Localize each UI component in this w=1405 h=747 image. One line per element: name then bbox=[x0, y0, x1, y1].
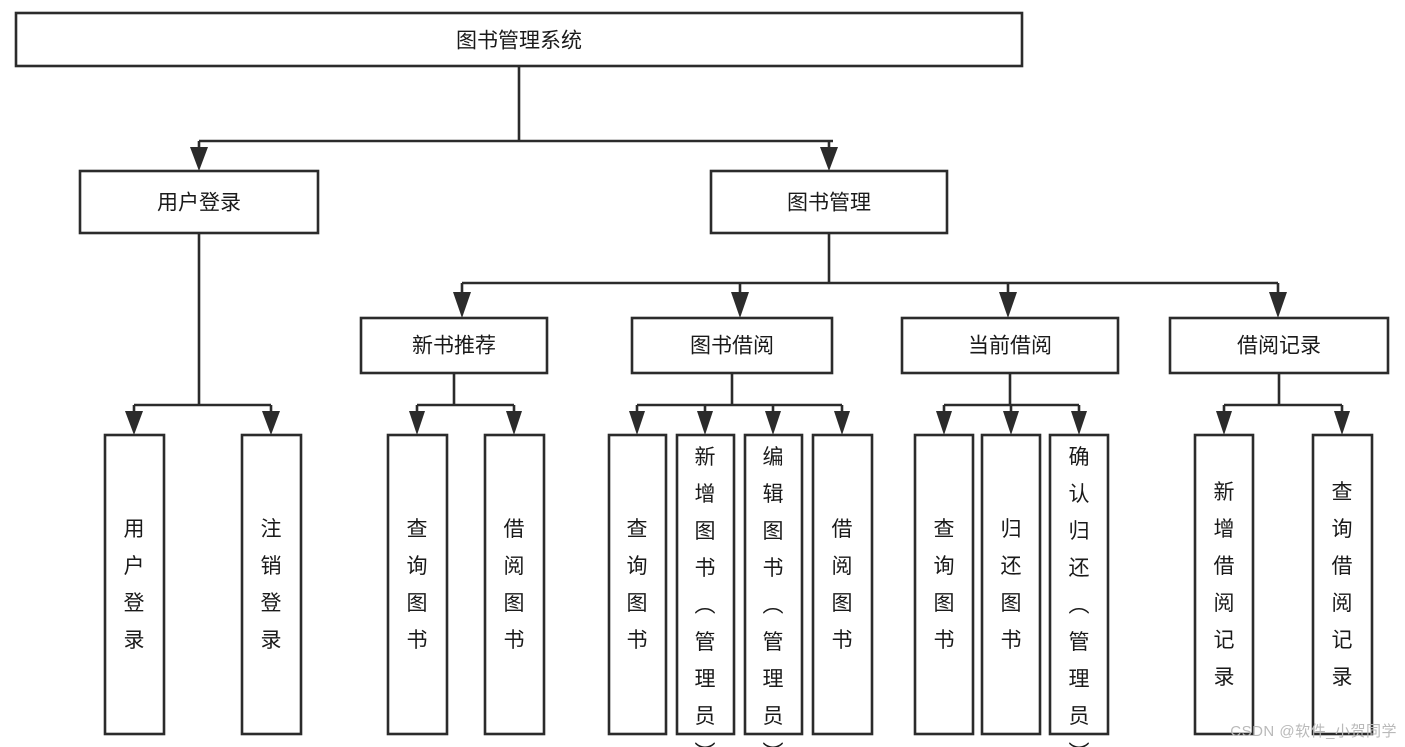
node-leaf-query-borrow-record-box[interactable] bbox=[1311, 433, 1374, 736]
node-leaf-user-login-label: 用户登录 bbox=[124, 518, 145, 652]
node-user-login-box[interactable] bbox=[78, 169, 320, 235]
node-leaf-borrow-book-bb-label: 借阅图书 bbox=[832, 518, 853, 652]
node-leaf-query-borrow-record[interactable]: 查询借阅记录 bbox=[1311, 433, 1374, 736]
node-borrow-record-box[interactable] bbox=[1168, 316, 1390, 375]
node-leaf-logout[interactable]: 注销登录 bbox=[240, 433, 303, 736]
arrow-head-icon bbox=[1269, 292, 1287, 318]
node-leaf-confirm-return-admin-label: 确认归还︵管理员︶ bbox=[1069, 446, 1090, 747]
arrow-head-icon bbox=[765, 411, 781, 435]
node-book-management-box[interactable] bbox=[709, 169, 949, 235]
node-book-management[interactable]: 图书管理 bbox=[709, 169, 949, 235]
connector-layer bbox=[125, 66, 1350, 435]
node-leaf-add-book-admin[interactable]: 新增图书︵管理员︶ bbox=[675, 433, 736, 747]
node-borrow-record-label: 借阅记录 bbox=[1237, 335, 1321, 358]
node-book-borrow-box[interactable] bbox=[630, 316, 834, 375]
node-new-book-recommend[interactable]: 新书推荐 bbox=[359, 316, 549, 375]
node-leaf-edit-book-admin[interactable]: 编辑图书︵管理员︶ bbox=[743, 433, 804, 747]
node-leaf-query-book-cb-box[interactable] bbox=[913, 433, 975, 736]
node-leaf-logout-box[interactable] bbox=[240, 433, 303, 736]
arrow-head-icon bbox=[820, 147, 838, 171]
arrow-head-icon bbox=[1334, 411, 1350, 435]
arrow-head-icon bbox=[125, 411, 143, 435]
arrow-head-icon bbox=[1216, 411, 1232, 435]
node-leaf-query-book-cb-label: 查询图书 bbox=[934, 518, 955, 652]
node-leaf-borrow-book-bb-box[interactable] bbox=[811, 433, 874, 736]
node-book-borrow[interactable]: 图书借阅 bbox=[630, 316, 834, 375]
arrow-head-icon bbox=[190, 147, 208, 171]
node-user-login-label: 用户登录 bbox=[157, 192, 241, 215]
node-current-borrow[interactable]: 当前借阅 bbox=[900, 316, 1120, 375]
node-leaf-confirm-return-admin[interactable]: 确认归还︵管理员︶ bbox=[1048, 433, 1110, 747]
node-current-borrow-label: 当前借阅 bbox=[968, 335, 1052, 358]
arrow-head-icon bbox=[1071, 411, 1087, 435]
arrow-head-icon bbox=[999, 292, 1017, 318]
node-current-borrow-box[interactable] bbox=[900, 316, 1120, 375]
node-leaf-borrow-book-nbr-box[interactable] bbox=[483, 433, 546, 736]
node-leaf-add-borrow-record-label: 新增借阅记录 bbox=[1214, 481, 1235, 689]
node-leaf-return-book[interactable]: 归还图书 bbox=[980, 433, 1042, 736]
node-leaf-user-login[interactable]: 用户登录 bbox=[103, 433, 166, 736]
arrow-head-icon bbox=[453, 292, 471, 318]
node-new-book-recommend-label: 新书推荐 bbox=[412, 335, 496, 358]
node-book-management-label: 图书管理 bbox=[787, 192, 871, 215]
node-leaf-return-book-label: 归还图书 bbox=[1001, 518, 1022, 652]
node-leaf-borrow-book-nbr[interactable]: 借阅图书 bbox=[483, 433, 546, 736]
node-leaf-edit-book-admin-label: 编辑图书︵管理员︶ bbox=[763, 446, 784, 747]
arrow-head-icon bbox=[409, 411, 425, 435]
node-leaf-edit-book-admin-box[interactable] bbox=[743, 433, 804, 736]
arrow-head-icon bbox=[834, 411, 850, 435]
node-leaf-add-borrow-record[interactable]: 新增借阅记录 bbox=[1193, 433, 1255, 736]
node-leaf-user-login-box[interactable] bbox=[103, 433, 166, 736]
node-root[interactable]: 图书管理系统 bbox=[14, 11, 1024, 68]
node-leaf-query-book-nbr-box[interactable] bbox=[386, 433, 449, 736]
node-leaf-confirm-return-admin-box[interactable] bbox=[1048, 433, 1110, 736]
arrow-head-icon bbox=[936, 411, 952, 435]
arrow-head-icon bbox=[506, 411, 522, 435]
node-book-borrow-label: 图书借阅 bbox=[690, 335, 774, 358]
arrow-head-icon bbox=[697, 411, 713, 435]
arrow-head-icon bbox=[731, 292, 749, 318]
arrow-head-icon bbox=[262, 411, 280, 435]
node-root-box[interactable] bbox=[14, 11, 1024, 68]
node-leaf-logout-label: 注销登录 bbox=[261, 518, 282, 652]
node-leaf-query-book-cb[interactable]: 查询图书 bbox=[913, 433, 975, 736]
node-leaf-query-book-bb-box[interactable] bbox=[607, 433, 668, 736]
node-leaf-add-book-admin-label: 新增图书︵管理员︶ bbox=[695, 446, 716, 747]
node-new-book-recommend-box[interactable] bbox=[359, 316, 549, 375]
node-leaf-add-borrow-record-box[interactable] bbox=[1193, 433, 1255, 736]
node-user-login[interactable]: 用户登录 bbox=[78, 169, 320, 235]
node-leaf-query-book-bb-label: 查询图书 bbox=[627, 518, 648, 652]
node-leaf-query-book-nbr-label: 查询图书 bbox=[407, 518, 428, 652]
node-leaf-borrow-book-bb[interactable]: 借阅图书 bbox=[811, 433, 874, 736]
node-leaf-add-book-admin-box[interactable] bbox=[675, 433, 736, 736]
node-leaf-query-book-bb[interactable]: 查询图书 bbox=[607, 433, 668, 736]
arrow-head-icon bbox=[1003, 411, 1019, 435]
node-borrow-record[interactable]: 借阅记录 bbox=[1168, 316, 1390, 375]
arrow-head-icon bbox=[629, 411, 645, 435]
node-leaf-return-book-box[interactable] bbox=[980, 433, 1042, 736]
node-leaf-borrow-book-nbr-label: 借阅图书 bbox=[504, 518, 525, 652]
node-leaf-query-book-nbr[interactable]: 查询图书 bbox=[386, 433, 449, 736]
node-leaf-query-borrow-record-label: 查询借阅记录 bbox=[1332, 481, 1353, 689]
node-root-label: 图书管理系统 bbox=[456, 30, 582, 53]
